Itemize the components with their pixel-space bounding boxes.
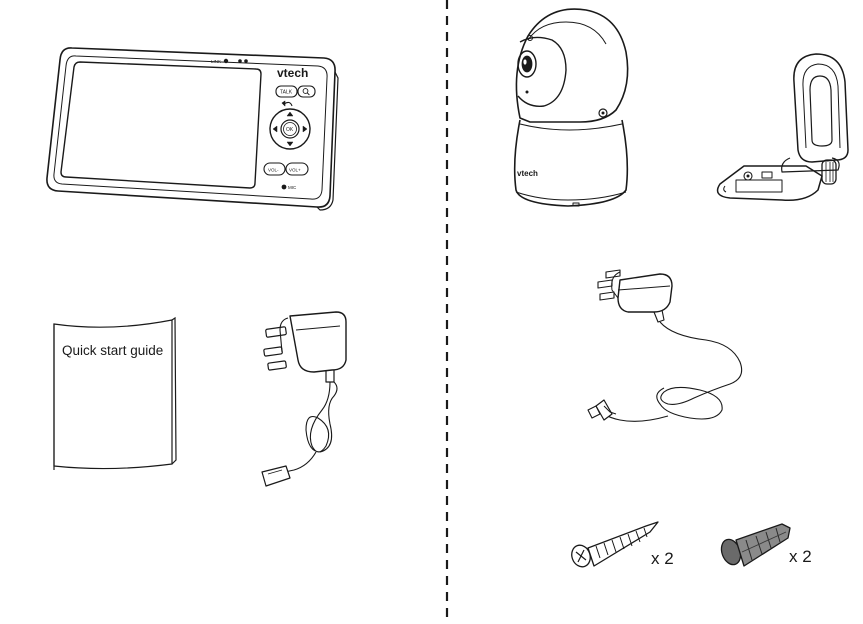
zoom-button bbox=[297, 85, 316, 98]
camera-power-adapter bbox=[587, 269, 743, 422]
mic-hole bbox=[281, 184, 287, 190]
volume-down-button bbox=[263, 162, 286, 176]
link-label: LINK bbox=[211, 59, 221, 64]
quick-start-guide-booklet bbox=[53, 316, 177, 470]
link-indicator bbox=[223, 58, 229, 64]
talk-label: TALK bbox=[280, 90, 293, 96]
d-pad bbox=[269, 108, 311, 150]
wall-mount-bracket bbox=[716, 53, 849, 202]
ok-label: OK bbox=[286, 127, 294, 133]
screw bbox=[571, 521, 659, 568]
monitor-brand: vtech bbox=[277, 66, 308, 80]
screws-quantity: x 2 bbox=[651, 549, 674, 568]
parent-unit-monitor bbox=[46, 47, 339, 211]
wall-anchor bbox=[720, 523, 791, 567]
camera-lens bbox=[517, 50, 537, 78]
ok-button bbox=[280, 119, 300, 139]
mic-label: MIC bbox=[288, 185, 297, 190]
vol-up-label: VOL+ bbox=[289, 168, 301, 173]
volume-up-button bbox=[285, 162, 309, 176]
talk-button bbox=[275, 85, 298, 98]
camera-sensor bbox=[598, 108, 608, 118]
anchors-quantity: x 2 bbox=[789, 547, 812, 566]
zoom-icon bbox=[302, 88, 309, 94]
monitor-power-adapter bbox=[261, 311, 347, 487]
vol-down-label: VOL- bbox=[268, 168, 279, 173]
camera-brand: vtech bbox=[517, 169, 538, 178]
bracket-knob bbox=[821, 159, 837, 185]
guide-title: Quick start guide bbox=[62, 343, 163, 358]
baby-unit-camera bbox=[513, 8, 629, 207]
